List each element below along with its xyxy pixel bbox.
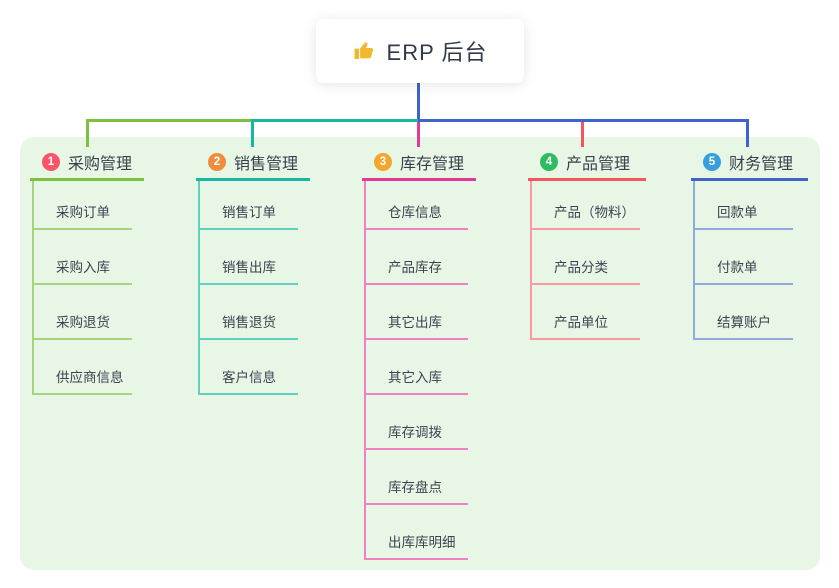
child-node[interactable]: 销售订单 (200, 181, 298, 230)
child-label: 销售出库 (222, 260, 276, 275)
branch-label: 产品管理 (566, 156, 631, 173)
branch-number-badge: 4 (540, 153, 558, 171)
branch-procurement: 1 采购管理 采购订单 采购入库 采购退货 供应商信息 (30, 146, 144, 395)
connector-bus-procurement (86, 119, 251, 122)
child-label: 库存调拨 (388, 425, 442, 440)
child-node[interactable]: 产品分类 (532, 230, 640, 285)
branch-node-product[interactable]: 4 产品管理 (528, 146, 646, 181)
child-node[interactable]: 库存盘点 (366, 450, 468, 505)
child-label: 出库库明细 (388, 535, 456, 550)
branch-product: 4 产品管理 产品（物料） 产品分类 产品单位 (528, 146, 646, 340)
child-node[interactable]: 付款单 (695, 230, 793, 285)
child-node[interactable]: 供应商信息 (34, 340, 132, 395)
branch-children: 产品（物料） 产品分类 产品单位 (530, 181, 640, 340)
child-node[interactable]: 采购订单 (34, 181, 132, 230)
branch-finance: 5 财务管理 回款单 付款单 结算账户 (691, 146, 808, 340)
child-node[interactable]: 结算账户 (695, 285, 793, 340)
child-label: 其它出库 (388, 315, 442, 330)
connector-drop-inventory (417, 122, 420, 147)
child-node[interactable]: 采购入库 (34, 230, 132, 285)
child-node[interactable]: 销售退货 (200, 285, 298, 340)
connector-bus-sales (251, 119, 418, 122)
branch-label: 库存管理 (400, 156, 465, 173)
child-node[interactable]: 客户信息 (200, 340, 298, 395)
connector-drop-finance (746, 119, 749, 147)
connector-root-line (417, 83, 420, 122)
root-label: ERP 后台 (386, 40, 488, 65)
child-label: 销售退货 (222, 315, 276, 330)
branch-node-finance[interactable]: 5 财务管理 (691, 146, 808, 181)
child-label: 产品（物料） (554, 205, 635, 220)
connector-bus-finance (418, 119, 749, 122)
connector-drop-sales (251, 119, 254, 147)
child-label: 采购订单 (56, 205, 110, 220)
child-node[interactable]: 产品库存 (366, 230, 468, 285)
child-label: 供应商信息 (56, 370, 124, 385)
branch-label: 财务管理 (729, 156, 794, 173)
branch-node-procurement[interactable]: 1 采购管理 (30, 146, 144, 181)
branch-children: 采购订单 采购入库 采购退货 供应商信息 (32, 181, 132, 395)
branch-children: 仓库信息 产品库存 其它出库 其它入库 库存调拨 库存盘点 出库库明细 (364, 181, 468, 560)
child-node[interactable]: 回款单 (695, 181, 793, 230)
branch-label: 销售管理 (234, 156, 299, 173)
child-label: 产品分类 (554, 260, 608, 275)
root-node[interactable]: ERP 后台 (316, 19, 524, 83)
child-label: 付款单 (717, 260, 758, 275)
branch-node-sales[interactable]: 2 销售管理 (196, 146, 310, 181)
branch-number-badge: 3 (374, 153, 392, 171)
branch-children: 销售订单 销售出库 销售退货 客户信息 (198, 181, 298, 395)
child-label: 产品库存 (388, 260, 442, 275)
child-node[interactable]: 其它出库 (366, 285, 468, 340)
child-node[interactable]: 产品（物料） (532, 181, 640, 230)
branch-children: 回款单 付款单 结算账户 (693, 181, 793, 340)
child-label: 结算账户 (717, 315, 771, 330)
child-node[interactable]: 销售出库 (200, 230, 298, 285)
connector-drop-procurement (86, 119, 89, 147)
child-label: 仓库信息 (388, 205, 442, 220)
child-node[interactable]: 仓库信息 (366, 181, 468, 230)
child-label: 库存盘点 (388, 480, 442, 495)
child-label: 回款单 (717, 205, 758, 220)
branch-sales: 2 销售管理 销售订单 销售出库 销售退货 客户信息 (196, 146, 310, 395)
connector-drop-product (581, 122, 584, 147)
thumbs-up-icon (353, 39, 377, 63)
child-label: 销售订单 (222, 205, 276, 220)
branch-inventory: 3 库存管理 仓库信息 产品库存 其它出库 其它入库 库存调拨 库存盘点 出库库… (362, 146, 476, 560)
child-label: 产品单位 (554, 315, 608, 330)
child-label: 其它入库 (388, 370, 442, 385)
child-node[interactable]: 其它入库 (366, 340, 468, 395)
branch-number-badge: 5 (703, 153, 721, 171)
branch-number-badge: 1 (42, 153, 60, 171)
child-node[interactable]: 出库库明细 (366, 505, 468, 560)
branch-number-badge: 2 (208, 153, 226, 171)
child-label: 采购退货 (56, 315, 110, 330)
child-node[interactable]: 库存调拨 (366, 395, 468, 450)
child-node[interactable]: 产品单位 (532, 285, 640, 340)
branch-label: 采购管理 (68, 156, 133, 173)
branches-panel (20, 137, 820, 570)
child-label: 客户信息 (222, 370, 276, 385)
child-label: 采购入库 (56, 260, 110, 275)
branch-node-inventory[interactable]: 3 库存管理 (362, 146, 476, 181)
child-node[interactable]: 采购退货 (34, 285, 132, 340)
